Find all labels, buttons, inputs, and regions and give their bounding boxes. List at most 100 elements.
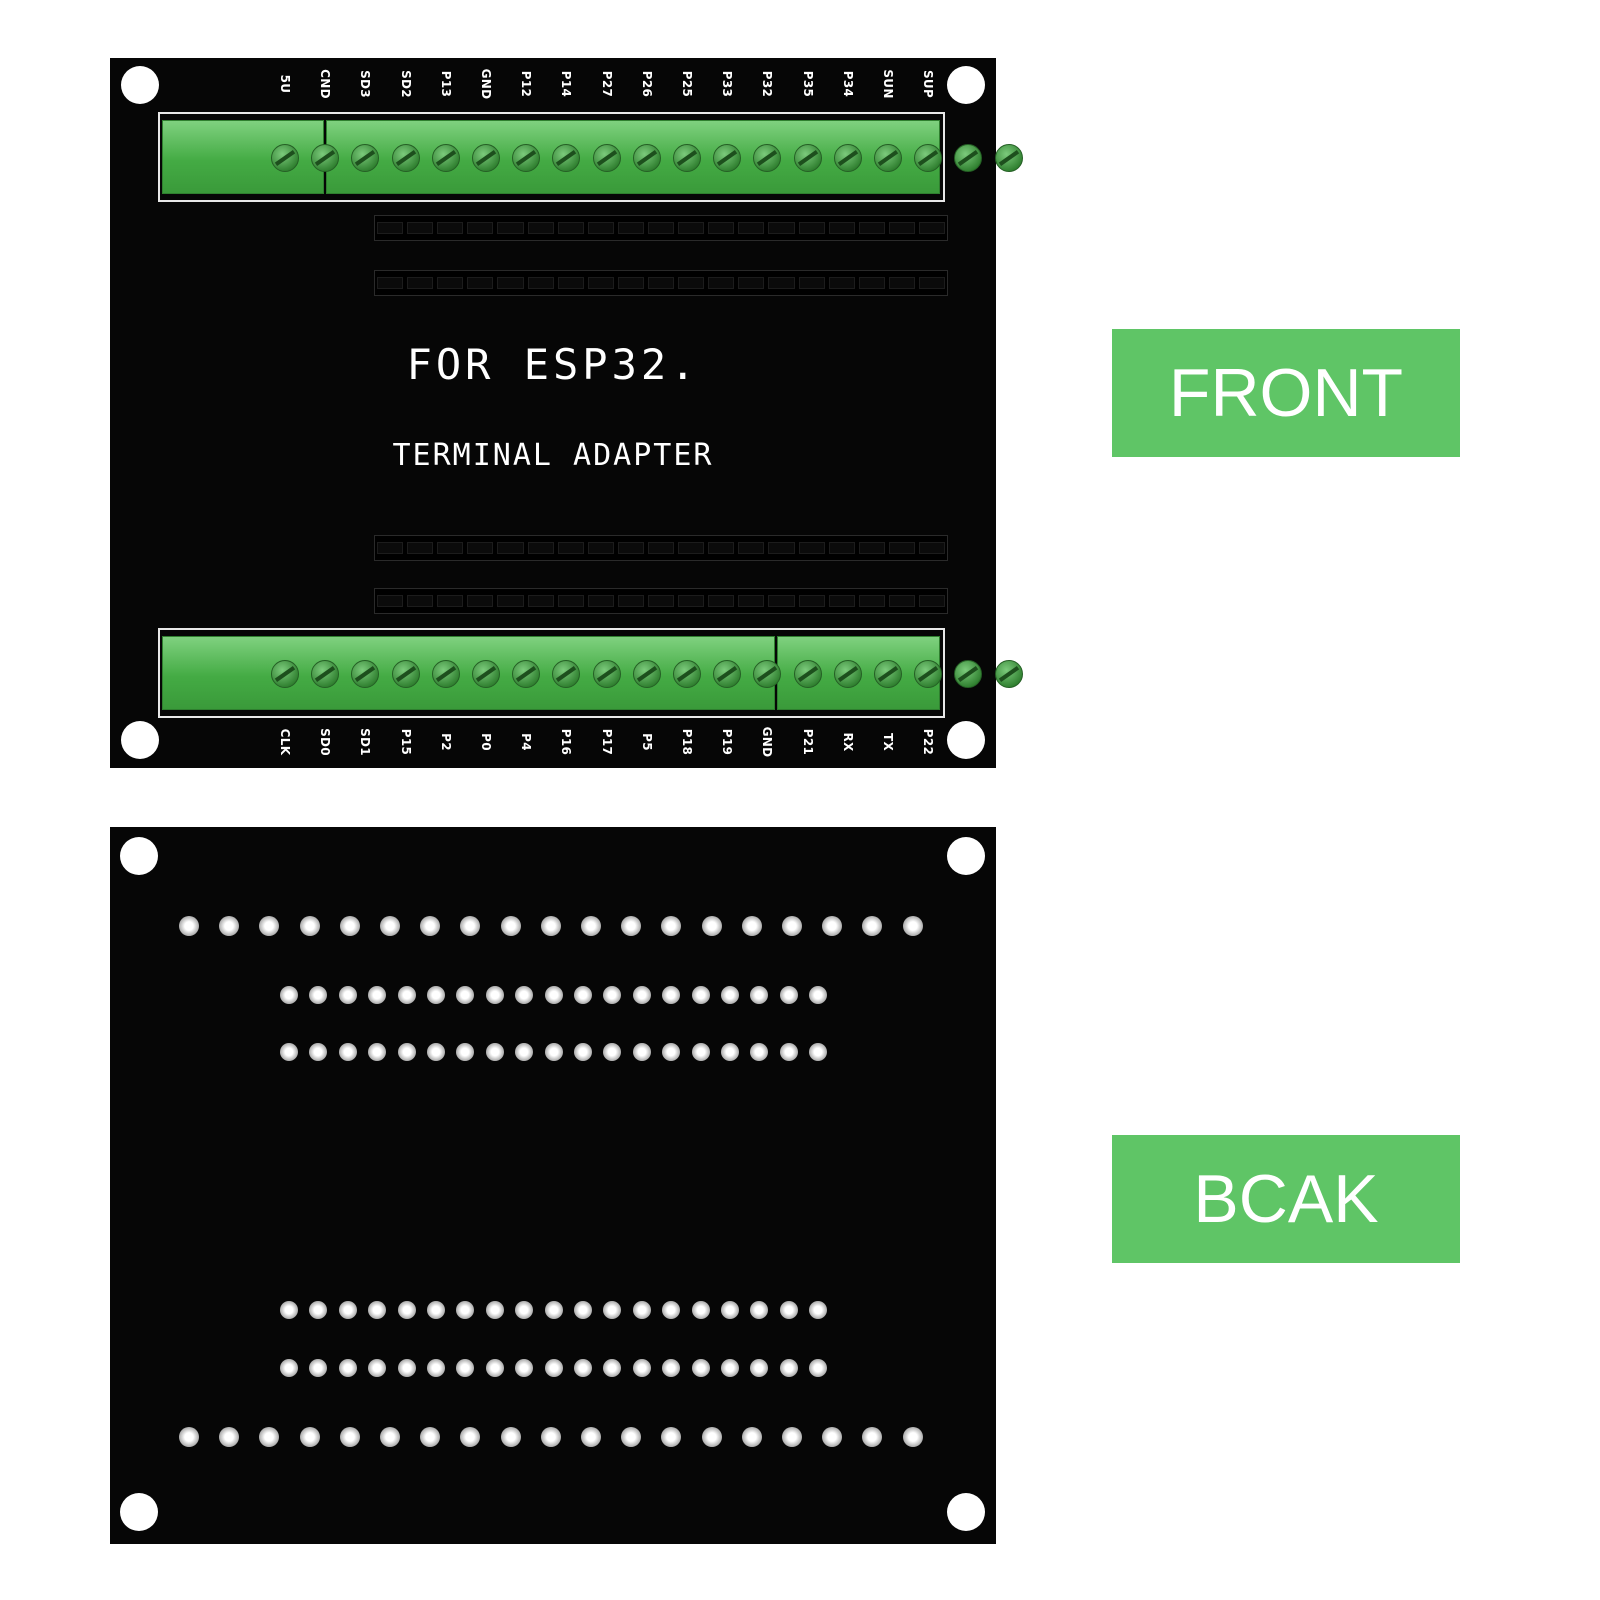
header-cell <box>708 542 735 554</box>
pin-label-text: P21 <box>800 728 815 756</box>
mounting-hole <box>947 66 985 104</box>
header-cell <box>888 542 915 554</box>
mounting-hole <box>120 1493 158 1531</box>
pin-label-text: GND <box>479 68 493 100</box>
terminal-screw <box>954 660 983 688</box>
header-cell <box>407 277 434 289</box>
header-cell <box>708 222 735 234</box>
pin-label-text: EN <box>961 74 976 94</box>
header-cell <box>587 595 614 607</box>
header-cell <box>557 542 584 554</box>
header-cell <box>858 222 885 234</box>
header-cell <box>798 595 825 607</box>
solder-pad <box>721 1043 739 1061</box>
pin-label: P34 <box>830 68 866 100</box>
solder-pad <box>574 1043 592 1061</box>
solder-pad <box>456 1043 475 1061</box>
terminal-screw <box>391 144 420 172</box>
pin-label: SD2 <box>388 68 424 100</box>
header-cell <box>918 595 946 607</box>
solder-pad <box>822 916 843 936</box>
header-cell <box>888 222 915 234</box>
terminal-screw <box>512 660 541 688</box>
solder-pad <box>427 986 445 1004</box>
solder-pad <box>862 916 883 936</box>
header-cell <box>738 595 765 607</box>
solder-pad <box>902 1427 923 1447</box>
header-cell <box>617 595 644 607</box>
terminal-screw <box>914 144 943 172</box>
header-cell <box>437 542 464 554</box>
pin-label: CLK <box>267 726 303 758</box>
header-cell <box>587 277 614 289</box>
header-cell <box>678 595 705 607</box>
header-cell <box>647 222 675 234</box>
pin-header-socket <box>374 588 948 614</box>
mounting-hole <box>121 721 159 759</box>
pin-label-text: GND <box>1001 726 1016 758</box>
solder-pad <box>485 1359 504 1377</box>
back-board <box>110 827 996 1544</box>
header-cell <box>617 222 644 234</box>
header-cell <box>557 222 584 234</box>
pin-label: EN <box>950 68 986 100</box>
solder-pad <box>420 916 441 936</box>
solder-pad <box>782 1427 802 1447</box>
solder-pad <box>750 1359 769 1377</box>
pin-label: SD0 <box>307 726 343 758</box>
header-cell <box>437 595 464 607</box>
terminal-screw <box>472 660 500 688</box>
header-cell <box>497 277 524 289</box>
pin-label-text: 5U <box>278 74 292 94</box>
header-cell <box>918 222 946 234</box>
header-cell <box>497 595 524 607</box>
header-cell <box>768 595 795 607</box>
solder-pad <box>701 1427 722 1447</box>
solder-pad <box>380 916 400 936</box>
mounting-hole <box>947 1493 985 1531</box>
pin-label: CND <box>307 68 343 100</box>
solder-pad <box>456 986 475 1004</box>
terminal-screw <box>753 144 782 172</box>
pin-label-text: P34 <box>840 70 855 98</box>
header-cell <box>918 277 946 289</box>
header-cell <box>467 277 494 289</box>
pin-label: GND <box>468 68 504 100</box>
solder-pad <box>581 1427 601 1447</box>
solder-pad <box>397 1043 416 1061</box>
pin-label-text: P35 <box>800 70 815 98</box>
pin-label: P22 <box>910 726 946 758</box>
terminal-screw <box>713 144 742 172</box>
pin-label: P14 <box>548 68 584 100</box>
pin-label: P32 <box>749 68 785 100</box>
header-cell <box>557 277 584 289</box>
header-cell <box>678 542 705 554</box>
solder-pad <box>259 1427 280 1447</box>
terminal-outline-bottom <box>158 628 945 718</box>
terminal-screw <box>793 144 822 172</box>
solder-pad <box>691 1301 710 1319</box>
pin-label: TX <box>870 726 906 758</box>
terminal-screw <box>512 144 541 172</box>
solder-pad <box>822 1427 843 1447</box>
header-cell <box>407 542 434 554</box>
pin-label-text: P32 <box>760 70 775 98</box>
solder-pad <box>515 1043 534 1061</box>
mounting-hole <box>947 721 985 759</box>
header-cell <box>617 542 644 554</box>
header-cell <box>858 277 885 289</box>
board-title: FOR ESP32. <box>406 340 700 389</box>
pin-label: P0 <box>468 726 504 758</box>
header-cell <box>828 542 855 554</box>
solder-pad <box>779 1301 798 1319</box>
pin-label: P27 <box>589 68 625 100</box>
solder-pad <box>862 1427 883 1447</box>
solder-pad <box>741 1427 762 1447</box>
pin-label: P21 <box>790 726 826 758</box>
header-cell <box>768 542 795 554</box>
header-cell <box>798 542 825 554</box>
pin-label-text: SD2 <box>398 70 413 98</box>
pin-label-text: P15 <box>398 728 413 756</box>
